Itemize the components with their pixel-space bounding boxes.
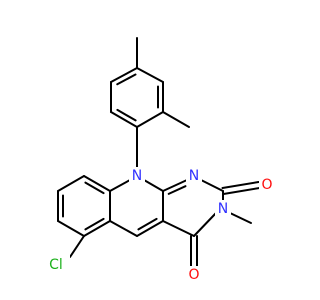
bond-benzo-1 — [83, 175, 111, 192]
atom-label-n-methyl: N — [218, 201, 228, 217]
bond-layer — [57, 37, 261, 268]
bond-n3-methyl — [229, 212, 252, 224]
atom-label-cl: Cl — [49, 257, 63, 273]
bond-c4b-c4a — [136, 220, 164, 237]
bond-cl — [69, 235, 85, 258]
bond-methyl-ortho — [162, 111, 190, 128]
bond-benzo-5 — [83, 220, 111, 237]
bond-aryl-3-inner — [116, 108, 137, 122]
bond-benzo-2 — [57, 175, 85, 192]
bond-benzo-1-inner — [84, 181, 105, 195]
atom-cl: Cl — [42, 255, 70, 275]
atom-label-o-bottom: O — [188, 267, 199, 283]
atom-label-n-imine: N — [189, 168, 199, 184]
bond-c2-o2-b — [221, 181, 260, 190]
atom-n-imine: N — [186, 167, 202, 185]
bond-aryl-3 — [110, 111, 138, 128]
atom-layer: Cl N N N O O — [42, 167, 275, 284]
bond-n1-c2 — [200, 179, 224, 192]
bond-benzo-4 — [57, 220, 85, 237]
bond-c4-c4a — [162, 220, 195, 237]
bond-c2-o2-a — [222, 186, 261, 195]
bond-c5a-c4b — [109, 220, 138, 237]
bond-c10a-n1-inner — [167, 185, 187, 195]
bond-benzo-5-inner — [84, 217, 105, 231]
bond-n10-c9a — [109, 179, 131, 192]
atom-o-bottom: O — [186, 266, 202, 284]
atom-n-methyl: N — [215, 200, 231, 218]
atom-n-ring: N — [129, 167, 145, 185]
molecule-structure: Cl N N N O O — [42, 37, 275, 284]
bond-n10-c10a — [143, 179, 164, 192]
atom-o-top: O — [259, 176, 275, 194]
atom-label-o-top: O — [261, 177, 272, 193]
bond-aryl-4 — [136, 111, 164, 128]
bond-aryl-1 — [110, 67, 138, 83]
bond-c10a-n1 — [162, 179, 188, 192]
bond-aryl-6 — [136, 67, 164, 83]
bond-n3-c4 — [193, 212, 217, 237]
atom-label-n-ring: N — [132, 168, 142, 184]
bond-aryl-1-inner — [116, 73, 137, 86]
bond-c4b-c4a-inner — [137, 217, 158, 231]
